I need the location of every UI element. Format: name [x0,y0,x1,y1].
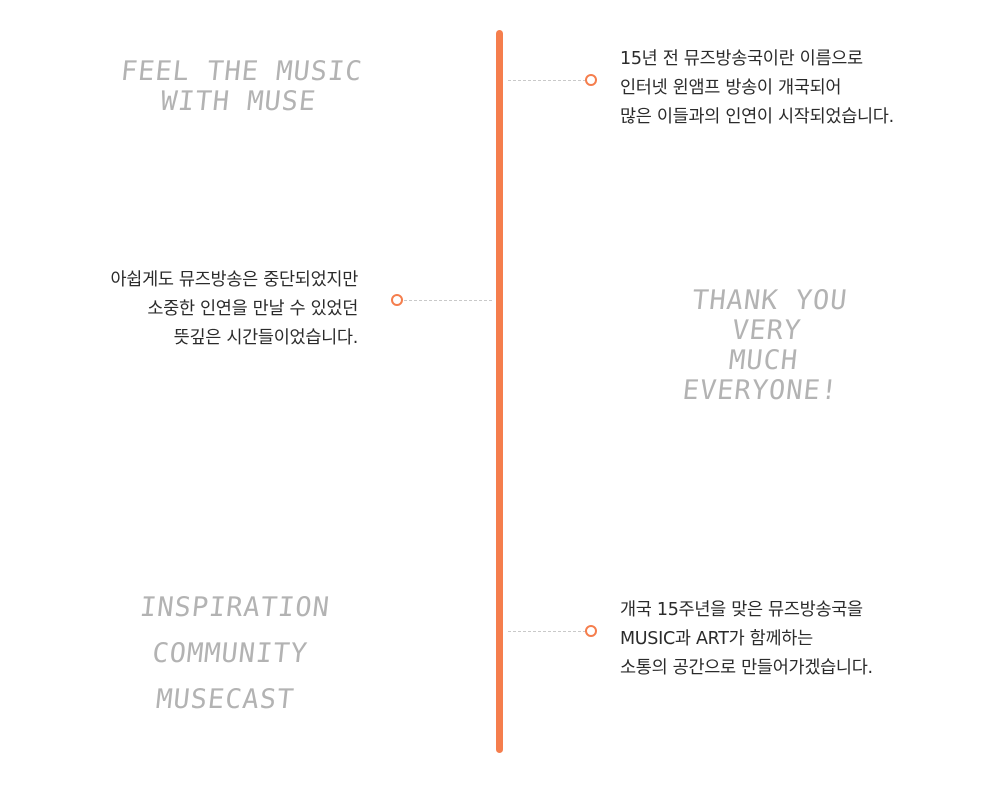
timeline-entry-2-line-2: 소중한 인연을 만날 수 있었던 [147,299,358,319]
timeline-entry-2-line-1: 아쉽게도 뮤즈방송은 중단되었지만 [110,270,358,290]
slogan-inspiration-line-1: INSPIRATION [138,592,332,623]
slogan-inspiration-line-3: MUSECAST [154,684,296,715]
timeline-line [496,30,503,753]
slogan-thank-you-line-3: MUCH [727,345,800,376]
slogan-thank-you-line-2: VERY [730,315,803,346]
timeline-node-3 [585,625,597,637]
timeline-entry-3: 개국 15주년을 맞은 뮤즈방송국을 MUSIC과 ART가 함께하는 소통의 … [620,596,873,683]
timeline-entry-1-line-2: 인터넷 윈앰프 방송이 개국되어 [620,78,842,98]
timeline-entry-1: 15년 전 뮤즈방송국이란 이름으로 인터넷 윈앰프 방송이 개국되어 많은 이… [620,45,894,132]
timeline-connector-3 [508,631,586,632]
timeline-entry-2-line-3: 뜻깊은 시간들이었습니다. [173,328,359,348]
timeline-entry-2: 아쉽게도 뮤즈방송은 중단되었지만 소중한 인연을 만날 수 있었던 뜻깊은 시… [110,266,358,353]
slogan-feel-the-music: FEEL THE MUSIC WITH MUSE [92,56,388,117]
timeline-connector-2 [404,300,492,301]
slogan-inspiration-line-2: COMMUNITY [150,638,310,669]
slogan-feel-the-music-line-2: WITH MUSE [159,86,318,117]
timeline-entry-3-line-1: 개국 15주년을 맞은 뮤즈방송국을 [620,600,863,620]
timeline-entry-1-line-3: 많은 이들과의 인연이 시작되었습니다. [620,107,894,127]
slogan-inspiration: INSPIRATION COMMUNITY MUSECAST [98,585,363,723]
timeline-node-2 [391,294,403,306]
slogan-feel-the-music-line-1: FEEL THE MUSIC [119,56,365,87]
slogan-thank-you-line-1: THANK YOU [690,285,850,316]
timeline-entry-3-line-3: 소통의 공간으로 만들어가겠습니다. [620,658,873,678]
timeline-node-1 [585,74,597,86]
slogan-thank-you: THANK YOU VERY MUCH EVERYONE! [654,285,877,406]
timeline-entry-1-line-1: 15년 전 뮤즈방송국이란 이름으로 [620,49,863,69]
timeline-entry-3-line-2: MUSIC과 ART가 함께하는 [620,629,813,649]
timeline-connector-1 [508,80,586,81]
slogan-thank-you-line-4: EVERYONE! [681,375,840,406]
